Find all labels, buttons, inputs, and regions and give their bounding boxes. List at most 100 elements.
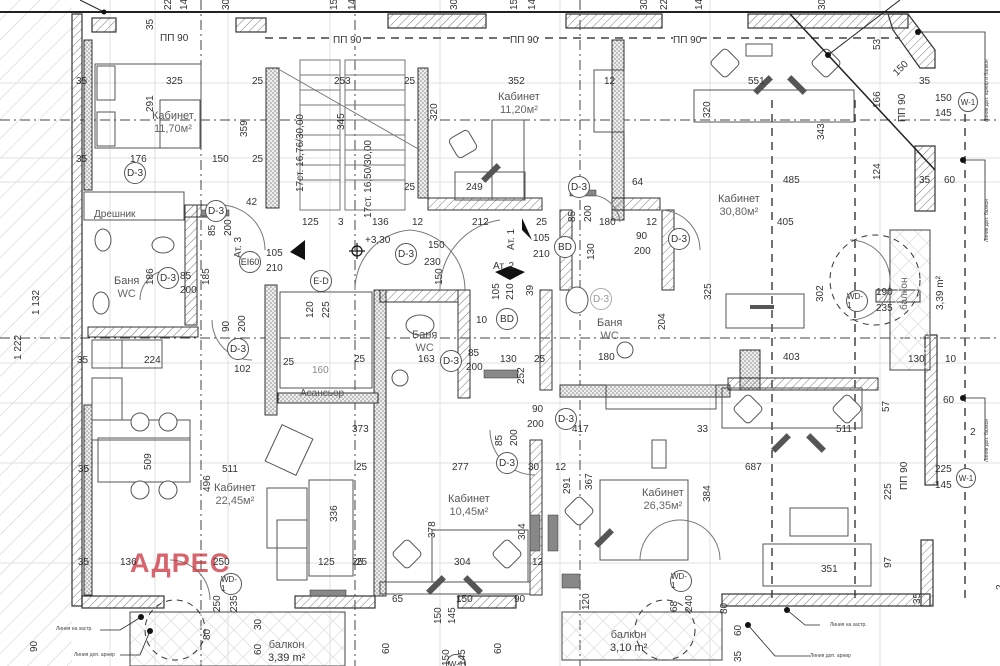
callout-label: Линия доп. балкон xyxy=(984,198,990,242)
room-area: 22,45м² xyxy=(215,495,255,507)
dimension: 302 xyxy=(815,285,826,302)
window-width: 225 xyxy=(935,464,952,475)
door-width: 240 xyxy=(684,595,695,612)
door-height: 235 xyxy=(876,303,893,314)
dimension: 25 xyxy=(534,354,546,365)
door-tag: D-3 xyxy=(668,228,690,250)
room-label-elevator: Асансьор xyxy=(300,388,345,399)
dimension: 343 xyxy=(816,123,827,140)
dimension: 65 xyxy=(392,594,404,605)
dimension: 2 xyxy=(995,584,1000,590)
dimension: 150 xyxy=(433,607,444,624)
room-area-balcony-3: 3,39 m² xyxy=(935,276,946,310)
stair-label: 17ст. 16,76/30,00 xyxy=(295,114,306,192)
door-tag: D-3 xyxy=(124,162,146,184)
window-label: ПП 90 xyxy=(673,35,702,46)
window-height: 145 xyxy=(935,480,952,491)
dimension: 150 xyxy=(434,268,445,285)
dimension: 60 xyxy=(381,642,392,654)
dimension: 85 xyxy=(468,348,480,359)
room-name: Кабинет xyxy=(214,482,256,494)
dimension: 25 xyxy=(356,557,368,568)
dimension: 64 xyxy=(632,177,644,188)
window-height: 145 xyxy=(935,108,952,119)
room-name: Баня xyxy=(114,275,140,287)
window-tag-w1: W-1 xyxy=(956,468,976,488)
dimension: 359 xyxy=(239,120,250,137)
dimension: 130 xyxy=(586,243,597,260)
room-area: 3,39 m² xyxy=(268,652,306,664)
door-tag: D-3 xyxy=(496,452,518,474)
dimension: 145 xyxy=(447,607,458,624)
dimension: 14 xyxy=(694,0,705,10)
door-tag: D-3 xyxy=(568,176,590,198)
dimension: 166 xyxy=(872,91,883,108)
dimension: 687 xyxy=(745,462,762,473)
dimension: 230 xyxy=(424,257,441,268)
room-area: 11,70м² xyxy=(153,123,192,135)
dimension: 253 xyxy=(334,76,351,87)
dimension: 42 xyxy=(246,197,258,208)
dimension: 185 xyxy=(201,268,212,285)
room-name: Кабинет xyxy=(498,91,540,103)
dimension: 85 xyxy=(567,210,578,222)
dimension: 14 xyxy=(347,0,358,10)
dimension: 30 xyxy=(253,618,264,630)
door-tag: D-3 xyxy=(590,288,612,310)
stair-label: 17ст. 16,50/30,00 xyxy=(363,140,374,218)
dimension: 403 xyxy=(783,352,800,363)
dimension: 125 xyxy=(318,557,335,568)
door-tag: D-3 xyxy=(395,243,417,265)
dimension: 39 xyxy=(525,284,536,296)
room-area: 3,10 m² xyxy=(610,642,648,654)
dimension: 509 xyxy=(143,453,154,470)
dimension: 25 xyxy=(252,154,264,165)
dimension: 336 xyxy=(329,505,340,522)
dimension: 60 xyxy=(493,642,504,654)
door-tag-wd1: WD-1 xyxy=(220,573,242,595)
window-label: ПП 90 xyxy=(897,93,908,122)
dimension: 130 xyxy=(500,354,517,365)
dimension: 35 xyxy=(912,592,923,604)
dimension: 200 xyxy=(634,246,651,257)
dimension: 367 xyxy=(584,473,595,490)
window-label: ПП 90 xyxy=(333,35,362,46)
dimension: 90 xyxy=(514,594,526,605)
room-label-bath-2: Баня WC xyxy=(412,330,437,354)
door-height: 210 xyxy=(505,283,516,300)
dimension: 373 xyxy=(352,424,369,435)
dimension: 12 xyxy=(604,76,616,87)
overall-dim-inner: 1 132 xyxy=(31,289,42,315)
dimension: 417 xyxy=(572,424,589,435)
dimension: 163 xyxy=(418,354,435,365)
room-area: 26,35м² xyxy=(643,500,683,512)
dimension: 15 xyxy=(329,0,340,10)
dimension: 35 xyxy=(76,76,88,87)
overall-dim-outer: 1 222 xyxy=(13,334,24,360)
room-name: Кабинет xyxy=(448,493,490,505)
dimension: 35 xyxy=(145,18,156,30)
door-height: 210 xyxy=(266,263,283,274)
room-sub: WC xyxy=(600,330,619,342)
dimension: 291 xyxy=(145,95,156,112)
room-label-office-6: Кабинет 26,35м² xyxy=(642,488,684,512)
room-name: балкон xyxy=(899,277,910,310)
dimension: 25 xyxy=(352,557,364,568)
callout-label: Линия доп. арнир xyxy=(74,652,115,658)
room-sub: WC xyxy=(117,288,136,300)
room-label-bath-1: Баня WC xyxy=(114,276,139,300)
dimension: 25 xyxy=(404,182,416,193)
door-tag: D-3 xyxy=(205,200,227,222)
dimension: 60 xyxy=(253,643,264,655)
door-tag-ed: E-D xyxy=(310,270,332,292)
dimension: 200 xyxy=(180,285,197,296)
dimension: 22 xyxy=(163,0,174,10)
dimension: 25 xyxy=(404,76,416,87)
room-area: 10,45м² xyxy=(449,506,489,518)
dimension: 25 xyxy=(354,354,366,365)
section-mark-1: Ат. 1 xyxy=(506,228,517,250)
dimension: 511 xyxy=(222,464,238,475)
dimension: 25 xyxy=(252,76,264,87)
dimension: 85 xyxy=(207,224,218,236)
